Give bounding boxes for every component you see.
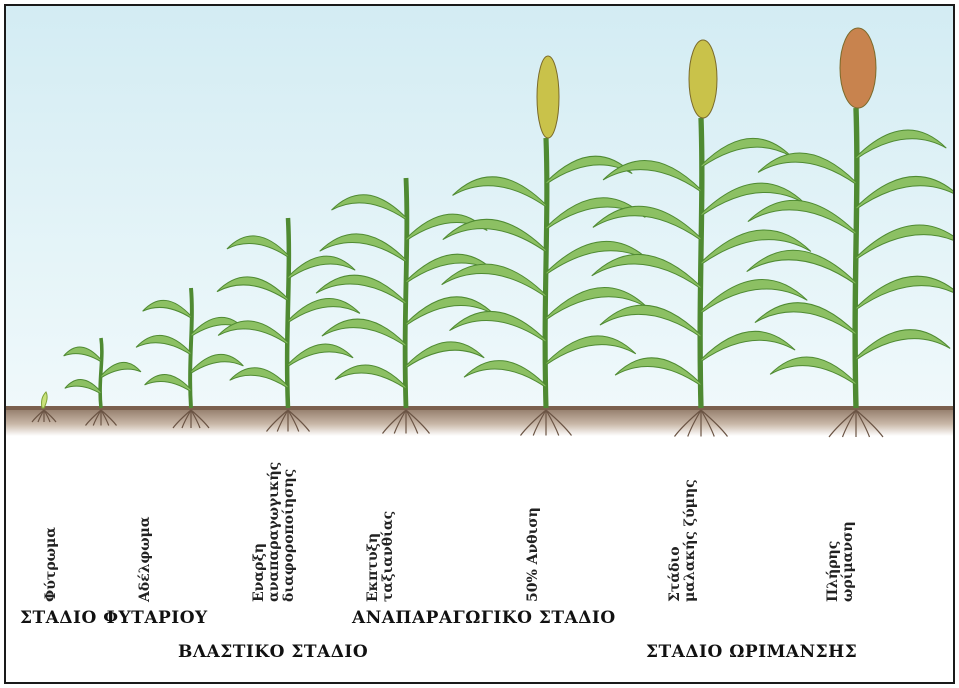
growth-stage-label-line: Εναρξη (252, 462, 267, 602)
stage-reproductive-label: ΑΝΑΠΑΡΑΓΩΓΙΚΟ ΣΤΑΔΙΟ (352, 608, 616, 628)
panicle (689, 40, 717, 118)
stem (100, 338, 102, 408)
growth-stage-label-line: ωρίμανση (841, 521, 856, 602)
stage-maturity-label: ΣΤΑΔΙΟ ΩΡΙΜΑΝΣΗΣ (646, 642, 857, 662)
growth-stage-label: Αδέλφωμα (138, 516, 153, 602)
panicle (840, 28, 876, 108)
growth-stage-label-line: Εκπτυξη (366, 511, 381, 602)
growth-stage-label-line: 50% Ανθιση (526, 507, 541, 602)
stem (405, 178, 407, 408)
growth-stage-label: Φύτρωμα (44, 527, 59, 602)
growth-stage-label-line: διαφοροποίησης (282, 462, 297, 602)
growth-stage-label-line: Αδέλφωμα (138, 516, 153, 602)
growth-stage-label: 50% Ανθιση (526, 507, 541, 602)
growth-stage-label-line: μαλακής ζύμης (683, 479, 698, 602)
growth-stage-label-line: αναπαραγωγικής (267, 462, 282, 602)
panicle (537, 56, 559, 138)
stage-vegetative-label: ΒΛΑΣΤΙΚΟ ΣΤΑΔΙΟ (178, 642, 368, 662)
stage-seedling-label: ΣΤΑΔΙΟ ΦΥΤΑΡΙΟΥ (20, 608, 208, 628)
stem (287, 218, 289, 408)
soil-band (6, 406, 953, 436)
growth-stage-label-line: ταξιανθίας (381, 511, 396, 602)
growth-stage-label-line: Φύτρωμα (44, 527, 59, 602)
growth-stage-label-line: Πλήρης (826, 521, 841, 602)
growth-stage-label-line: Στάδιο (668, 479, 683, 602)
